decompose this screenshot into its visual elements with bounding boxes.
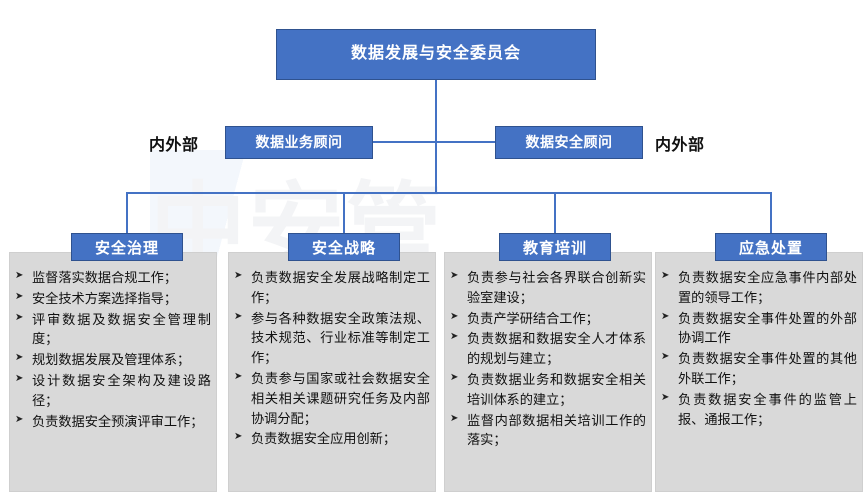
- connector-drop-2: [554, 192, 556, 234]
- list-item: 监督内部数据相关培训工作的落实；: [450, 411, 646, 451]
- department-header-governance[interactable]: 安全治理: [71, 233, 183, 261]
- department-items-governance: 监督落实数据合规工作；安全技术方案选择指导；评审数据及数据安全管理制度；规划数据…: [15, 268, 211, 432]
- list-item: 评审数据及数据安全管理制度；: [15, 310, 211, 350]
- department-items-emergency: 负责数据安全应急事件内部处置的领导工作；负责数据安全事件处置的外部协调工作负责数…: [661, 268, 857, 430]
- department-header-training[interactable]: 教育培训: [499, 233, 611, 261]
- list-item: 负责数据安全发展战略制定工作；: [234, 268, 430, 308]
- list-item: 规划数据发展及管理体系；: [15, 350, 211, 370]
- list-item: 负责数据安全预演评审工作；: [15, 412, 211, 432]
- list-item: 负责数据业务和数据安全相关培训体系的建立；: [450, 370, 646, 410]
- list-item: 负责产学研结合工作；: [450, 309, 646, 329]
- department-items-strategy: 负责数据安全发展战略制定工作；参与各种数据安全政策法规、技术规范、行业标准等制定…: [234, 268, 430, 450]
- list-item: 负责数据安全事件的监管上报、通报工作；: [661, 390, 857, 430]
- list-item: 负责数据安全事件处置的其他外联工作；: [661, 349, 857, 389]
- list-item: 负责参与国家或社会数据安全相关相关课题研究任务及内部协调分配；: [234, 369, 430, 428]
- advisor-node-security[interactable]: 数据安全顾问: [495, 126, 643, 159]
- department-header-emergency[interactable]: 应急处置: [715, 233, 827, 261]
- connector-department-rail: [126, 192, 771, 194]
- connector-drop-3: [770, 192, 772, 234]
- list-item: 负责参与社会各界联合创新实验室建设；: [450, 268, 646, 308]
- list-item: 设计数据安全架构及建设路径；: [15, 371, 211, 411]
- list-item: 监督落实数据合规工作；: [15, 268, 211, 288]
- department-items-training: 负责参与社会各界联合创新实验室建设；负责产学研结合工作；负责数据和数据安全人才体…: [450, 268, 646, 451]
- list-item: 负责数据安全应急事件内部处置的领导工作；: [661, 268, 857, 308]
- list-item: 安全技术方案选择指导；: [15, 289, 211, 309]
- list-item: 负责数据和数据安全人才体系的规划与建立；: [450, 329, 646, 369]
- connector-advisor-right-stub: [435, 141, 495, 143]
- advisor-right-side-label: 内外部: [655, 137, 705, 154]
- connector-root-vertical: [435, 80, 437, 192]
- department-header-strategy[interactable]: 安全战略: [288, 233, 400, 261]
- list-item: 负责数据安全应用创新；: [234, 429, 430, 449]
- list-item: 负责数据安全事件处置的外部协调工作: [661, 309, 857, 349]
- connector-drop-0: [126, 192, 128, 234]
- advisor-left-side-label: 内外部: [149, 137, 199, 154]
- root-node-committee[interactable]: 数据发展与安全委员会: [276, 29, 596, 80]
- connector-drop-1: [343, 192, 345, 234]
- advisor-node-business[interactable]: 数据业务顾问: [225, 126, 373, 159]
- list-item: 参与各种数据安全政策法规、技术规范、行业标准等制定工作；: [234, 309, 430, 368]
- connector-advisor-left-stub: [373, 141, 435, 143]
